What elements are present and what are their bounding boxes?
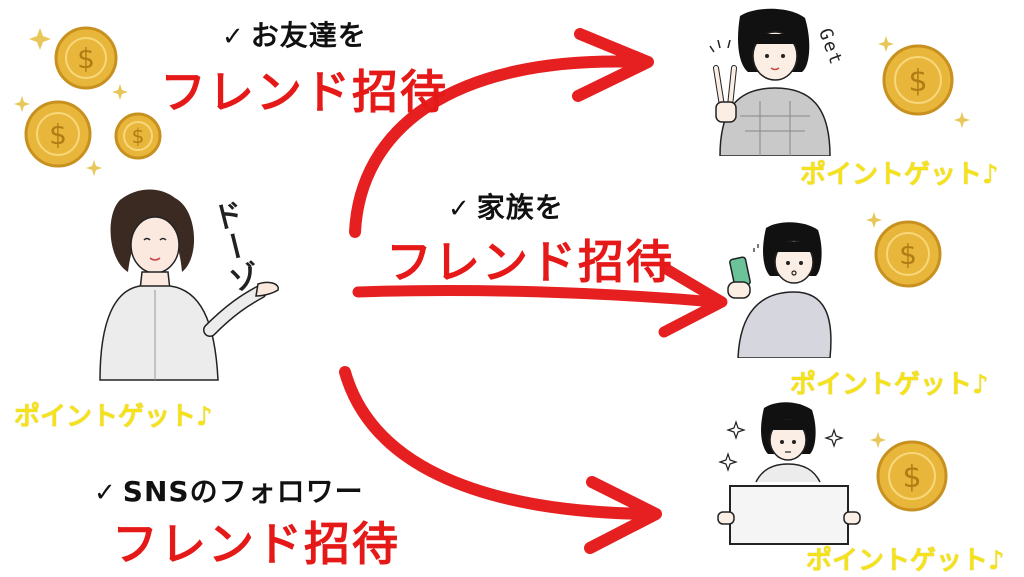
girl-signboard — [717, 402, 861, 545]
coin-icon: $ — [882, 44, 954, 116]
route-top-heading-text: お友達を — [250, 19, 367, 52]
woman-presenting — [99, 189, 279, 381]
route-middle-heading-text: 家族を — [476, 191, 564, 224]
blank-signboard-icon — [717, 485, 861, 545]
sparkle-icon — [878, 36, 970, 128]
coin-right-bottom: $ — [870, 432, 948, 512]
svg-text:$: $ — [908, 64, 927, 99]
coins-top-left: $ $ $ — [14, 26, 162, 176]
check-icon: ✓ — [222, 22, 245, 52]
right-middle-point-get-label: ポイントゲット♪ — [790, 370, 989, 400]
route-middle-invite: フレンド招待 — [386, 235, 674, 289]
sparkle-icon — [14, 28, 128, 176]
right-top-point-get-label: ポイントゲット♪ — [800, 160, 999, 190]
coin-icon: $ — [24, 100, 92, 168]
coin-right-middle: $ — [866, 212, 942, 288]
arrow-middle-icon — [352, 284, 721, 308]
route-top-invite: フレンド招待 — [160, 65, 448, 119]
sparkle-icon — [866, 212, 882, 228]
svg-text:$: $ — [902, 460, 921, 495]
svg-text:$: $ — [899, 238, 917, 271]
route-bottom-heading: ✓SNSのフォロワー — [94, 470, 364, 510]
arrow-top-head-icon — [572, 28, 654, 102]
coin-icon: $ — [114, 112, 162, 160]
route-bottom-heading-text: SNSのフォロワー — [122, 475, 364, 508]
route-middle-heading: ✓家族を — [448, 186, 564, 226]
route-bottom-invite: フレンド招待 — [112, 517, 400, 571]
arrow-bottom-head-icon — [584, 476, 662, 554]
right-bottom-point-get-label: ポイントゲット♪ — [806, 546, 1005, 576]
girl-peace-sign — [709, 8, 831, 156]
svg-text:$: $ — [49, 118, 67, 151]
arrow-middle-head-icon — [658, 264, 728, 338]
coin-icon: $ — [876, 440, 948, 512]
arrow-bottom-icon — [339, 366, 656, 520]
sparkle-icon — [718, 420, 844, 472]
route-top-heading: ✓お友達を — [222, 14, 367, 54]
svg-text:$: $ — [132, 124, 145, 148]
girl-smartphone — [727, 222, 832, 358]
sparkle-icon — [870, 432, 886, 448]
svg-text:$: $ — [77, 42, 95, 75]
coin-right-top: $ — [878, 36, 970, 128]
coin-icon: $ — [874, 220, 942, 288]
peace-sign-icon — [713, 65, 737, 123]
arrow-top-icon — [349, 55, 646, 238]
check-icon: ✓ — [448, 194, 471, 224]
coin-icon: $ — [54, 26, 118, 90]
check-icon: ✓ — [94, 478, 117, 508]
left-point-get-label: ポイントゲット♪ — [14, 402, 213, 432]
